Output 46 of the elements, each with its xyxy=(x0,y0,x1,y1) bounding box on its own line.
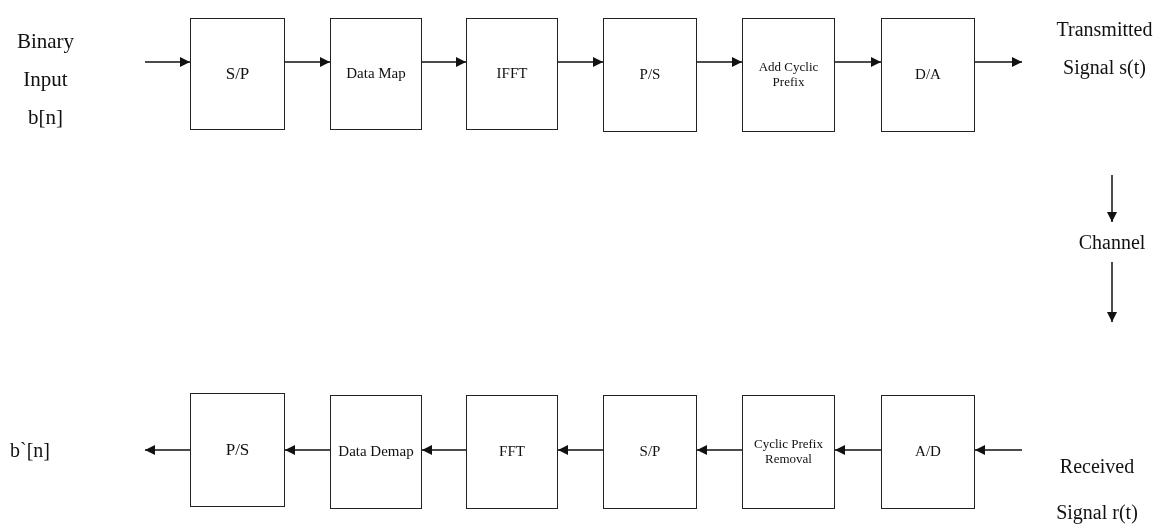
process-box xyxy=(881,395,975,509)
process-box xyxy=(603,18,697,132)
process-box xyxy=(190,393,285,507)
process-box xyxy=(330,395,422,509)
process-box xyxy=(190,18,285,130)
arrow xyxy=(144,57,191,67)
arrow xyxy=(834,57,882,67)
signal-label: Received xyxy=(1059,454,1135,478)
arrow xyxy=(284,57,331,67)
process-box xyxy=(603,395,697,509)
block-label: Cyclic Prefix Removal xyxy=(753,437,824,467)
arrow xyxy=(557,445,604,455)
arrow xyxy=(557,57,604,67)
signal-label: b`[n] xyxy=(10,438,50,462)
signal-label: Signal r(t) xyxy=(1056,500,1138,524)
arrow xyxy=(696,57,743,67)
block-label: P/S xyxy=(225,440,250,460)
arrow xyxy=(696,445,743,455)
block-label: S/P xyxy=(225,64,250,84)
block-label: S/P xyxy=(639,443,661,461)
signal-label: Transmitted Signal s(t) xyxy=(1055,17,1154,81)
block-label: Add Cyclic Prefix xyxy=(757,60,820,90)
process-box xyxy=(466,18,558,130)
block-label: A/D xyxy=(915,443,941,461)
arrow xyxy=(144,445,191,455)
arrow xyxy=(421,57,467,67)
arrow xyxy=(974,445,1023,455)
signal-label: Channel xyxy=(1078,230,1146,254)
process-box xyxy=(742,18,835,132)
arrow xyxy=(1107,174,1117,223)
signal-label: Binary Input b[n] xyxy=(15,28,76,131)
block-label: Data Demap xyxy=(338,443,414,461)
arrow xyxy=(421,445,467,455)
block-label: IFFT xyxy=(496,65,528,83)
arrow xyxy=(834,445,882,455)
block-label: D/A xyxy=(915,66,941,84)
block-label: Data Map xyxy=(346,65,406,83)
arrow xyxy=(1107,261,1117,323)
arrow xyxy=(284,445,331,455)
arrow xyxy=(974,57,1023,67)
process-box xyxy=(330,18,422,130)
process-box xyxy=(466,395,558,509)
block-label: FFT xyxy=(499,443,525,461)
process-box xyxy=(742,395,835,509)
process-box xyxy=(881,18,975,132)
block-label: P/S xyxy=(639,66,661,84)
